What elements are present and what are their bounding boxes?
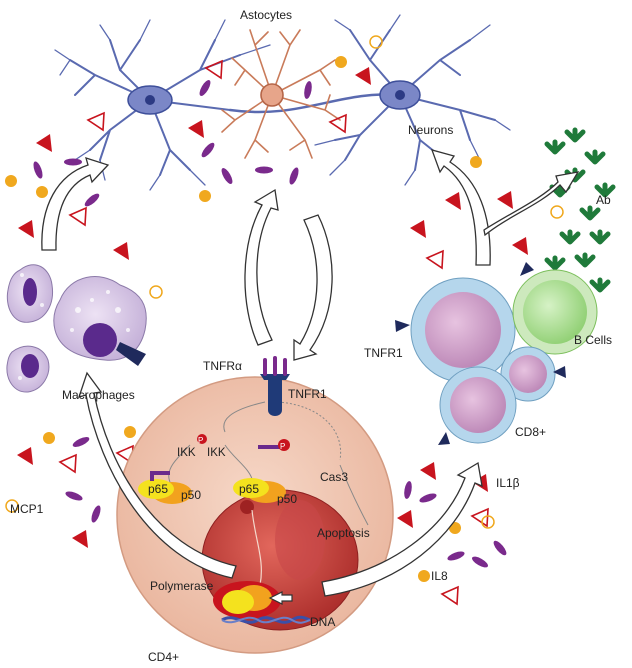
label-macrophages: Macrophages [62,388,135,402]
label-ab: Ab [596,193,611,207]
label-ikk-2: IKK [207,447,226,459]
flow-arrows [41,149,580,597]
label-polymerase: Polymerase [150,579,214,593]
label-neurons: Neurons [408,123,453,137]
label-p65-left: p65 [148,482,168,496]
label-tnfra: TNFRα [203,359,242,373]
polymerase-complex [213,581,311,624]
astrocyte [221,29,341,159]
label-p-mark-2: P [280,442,285,451]
macrophages [6,264,147,393]
cytokine-triangles [17,67,528,548]
cytokine-ellipses [33,80,507,568]
label-cd4: CD4+ [148,650,179,664]
label-il8: IL8 [431,569,448,583]
label-dna: DNA [310,615,335,629]
label-cas3: Cas3 [320,470,348,484]
label-mcp1: MCP1 [10,502,44,516]
text-labels: Astocytes Neurons Ab B Cells TNFR1 CD8+ … [10,8,612,664]
p65-p50-right [233,478,286,503]
right-cell-cluster [395,262,598,445]
label-cd8: CD8+ [515,425,546,439]
label-p65-right: p65 [239,482,259,496]
cytokine-triangles-open [58,59,489,606]
label-ikk-1: IKK [177,447,196,459]
label-p50-right: p50 [277,492,297,506]
cytokine-dots [5,35,564,582]
label-p50-left: p50 [181,488,201,502]
label-astocytes: Astocytes [240,8,292,22]
label-b-cells: B Cells [574,333,612,347]
label-tnfr1-left: TNFR1 [364,346,403,360]
label-apoptosis: Apoptosis [317,526,370,540]
phospho-marks [197,434,290,451]
label-il1b: IL1β [496,476,520,490]
label-p-mark-1: P [198,436,203,445]
label-tnfr1-cell: TNFR1 [288,387,327,401]
p65-p50-left [138,471,192,504]
